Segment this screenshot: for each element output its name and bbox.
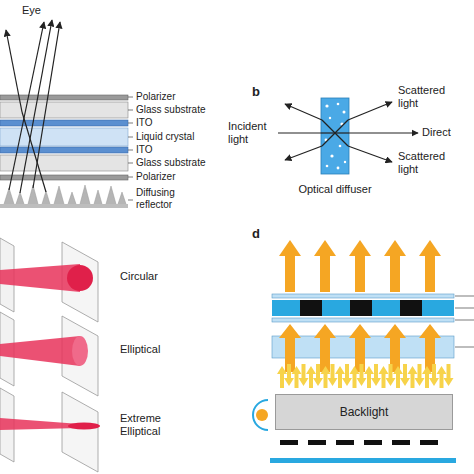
part-label: Incident light xyxy=(228,120,276,146)
part-label: ITO xyxy=(136,144,152,156)
part-label: Eye xyxy=(22,4,41,17)
part-label: Direct xyxy=(422,126,451,139)
part-label: Extreme Elliptical xyxy=(120,412,190,438)
node-text: Optical diffuser xyxy=(298,183,371,196)
part-label: Polarizer xyxy=(136,171,175,183)
elliptical-row xyxy=(0,312,98,396)
node-text: Backlight xyxy=(340,405,389,419)
part-label: Scattered light xyxy=(398,150,460,176)
circular-row xyxy=(0,238,98,322)
part-label: ITO xyxy=(136,117,152,129)
beam-profiles xyxy=(0,238,100,472)
diffuser-illustration xyxy=(278,98,418,174)
part-label: Elliptical xyxy=(120,343,160,356)
extreme-elliptical-row xyxy=(0,388,100,472)
part-label: Diffusing reflector xyxy=(136,187,198,211)
backlit-display xyxy=(253,240,474,463)
backlight-box: Backlight xyxy=(275,394,453,430)
lcd-stack xyxy=(0,20,133,208)
part-label: Liquid crystal xyxy=(136,131,194,143)
part-label: Scattered light xyxy=(398,84,460,110)
diffuser-element: Optical diffuser xyxy=(290,96,380,196)
panel-letter: d xyxy=(252,226,260,242)
part-label: Glass substrate xyxy=(136,104,205,116)
part-label: Circular xyxy=(120,270,158,283)
panel-letter: b xyxy=(252,84,260,100)
part-label: Glass substrate xyxy=(136,157,205,169)
part-label: Polarizer xyxy=(136,91,175,103)
